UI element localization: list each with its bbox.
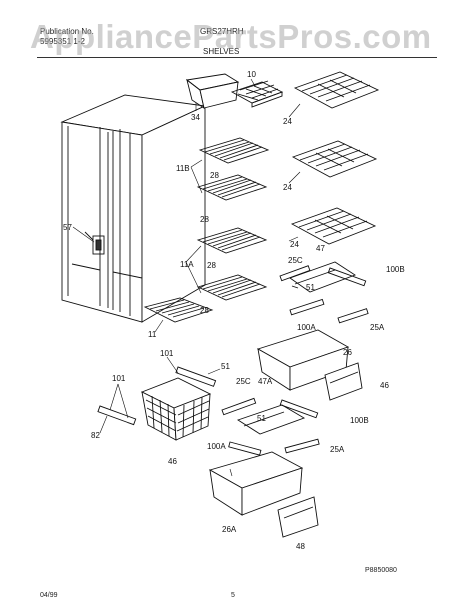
part-label-28-upper: 28: [210, 171, 219, 180]
model-number: GRS27HRH: [200, 27, 244, 36]
basket-slide-left: [97, 405, 137, 426]
part-label-47A: 47A: [258, 377, 273, 386]
figure-code: P8850080: [365, 567, 397, 574]
part-label-26: 26: [343, 348, 352, 357]
part-label-46-lower: 46: [168, 457, 177, 466]
publication-label: Publication No.: [40, 27, 94, 36]
glass-shelf-assembly-upper: [279, 261, 369, 324]
part-label-51-basket: 51: [221, 362, 230, 371]
crisper-drawer-26A: [208, 451, 319, 538]
part-label-101-right: 101: [160, 349, 174, 358]
part-label-100B-lower: 100B: [350, 416, 369, 425]
glass-shelf-assembly-lower: [221, 397, 320, 456]
part-label-24-top: 24: [283, 117, 292, 126]
publication-number: 5995351 1-2: [40, 37, 85, 46]
part-label-24-middle: 24: [283, 183, 292, 192]
header-rule: [37, 57, 437, 58]
watermark: AppliancePartsPros.com: [30, 18, 432, 55]
part-label-11: 11: [148, 330, 157, 339]
part-label-25C-upper: 25C: [288, 256, 303, 265]
part-label-82: 82: [91, 431, 100, 440]
part-label-26A: 26A: [222, 525, 237, 534]
part-label-11B: 11B: [176, 164, 190, 173]
part-label-24-bottom: 24: [290, 240, 299, 249]
part-label-51-upper: 51: [306, 283, 315, 292]
part-label-57: 57: [63, 223, 72, 232]
part-label-34: 34: [191, 113, 200, 122]
refrigerator-cabinet: [60, 94, 207, 323]
part-label-101-left: 101: [112, 374, 126, 383]
footer-date: 04/99: [40, 592, 58, 599]
basket-rail-right: [175, 366, 217, 387]
part-label-25C-lower: 25C: [236, 377, 251, 386]
fresh-food-shelf-24-bottom: [290, 207, 377, 245]
section-title: SHELVES: [203, 47, 240, 56]
ice-tray: [230, 80, 284, 108]
part-label-51-lower: 51: [257, 414, 266, 423]
part-label-10: 10: [247, 70, 256, 79]
part-label-11A: 11A: [180, 260, 194, 269]
part-label-46-upper: 46: [380, 381, 389, 390]
wire-basket: [140, 377, 212, 441]
fresh-food-shelf-24-top: [293, 71, 380, 109]
part-label-25A-upper: 25A: [370, 323, 385, 332]
part-label-100B-upper: 100B: [386, 265, 405, 274]
part-label-28-third: 28: [207, 261, 216, 270]
crisper-drawer-26: [256, 329, 363, 401]
part-labels: 34 10 24 24 24 11B 28 28 57 11A 28 28 11…: [63, 70, 405, 551]
ice-bin: [185, 73, 240, 109]
part-label-28-second: 28: [200, 215, 209, 224]
wire-shelf-11: [143, 297, 214, 323]
part-label-28-fourth: 28: [200, 306, 209, 315]
part-label-100A-lower: 100A: [207, 442, 226, 451]
leader-lines: [72, 78, 301, 477]
part-label-47: 47: [316, 244, 325, 253]
part-label-25A-lower: 25A: [330, 445, 345, 454]
wire-shelf-11A-lower: [196, 274, 268, 301]
wire-shelf-11A-upper: [196, 227, 268, 254]
part-label-48: 48: [296, 542, 305, 551]
wire-shelf-11B-upper: [198, 137, 270, 164]
part-label-100A-upper: 100A: [297, 323, 316, 332]
fresh-food-shelf-24-middle: [291, 140, 378, 178]
wire-shelf-11B-lower: [196, 174, 268, 201]
page-number: 5: [231, 592, 235, 599]
